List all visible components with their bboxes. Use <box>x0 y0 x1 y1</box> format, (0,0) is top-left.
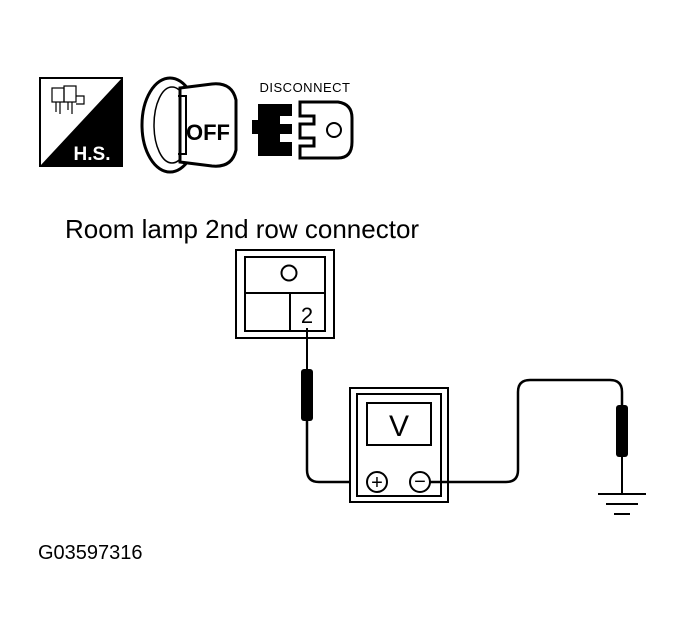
terminal-empty-marker <box>280 264 298 282</box>
harness-side-icon: H.S. <box>39 77 123 167</box>
ground-icon <box>598 493 646 515</box>
harness-side-label: H.S. <box>74 144 111 165</box>
disconnect-label: DISCONNECT <box>260 80 351 95</box>
terminal-2-label: 2 <box>301 303 313 328</box>
figure-code: G03597316 <box>38 542 143 564</box>
connector-male-half <box>258 104 292 156</box>
positive-test-lead <box>305 420 365 484</box>
ignition-off-icon: OFF <box>140 76 238 174</box>
negative-symbol: − <box>414 471 426 493</box>
connector-face: 2 <box>235 249 335 339</box>
positive-probe <box>301 328 365 484</box>
negative-test-lead <box>430 378 624 484</box>
disconnect-icon: DISCONNECT <box>252 80 354 160</box>
voltmeter-display-label: V <box>389 410 409 443</box>
ignition-off-label: OFF <box>186 120 230 145</box>
positive-symbol: + <box>371 472 383 494</box>
positive-terminal-icon <box>366 471 388 493</box>
voltmeter: V + − <box>349 387 449 503</box>
connector-title: Room lamp 2nd row connector <box>65 214 419 244</box>
connector-sketch-icon <box>51 85 85 114</box>
negative-probe <box>430 378 628 494</box>
voltmeter-display <box>366 402 432 446</box>
